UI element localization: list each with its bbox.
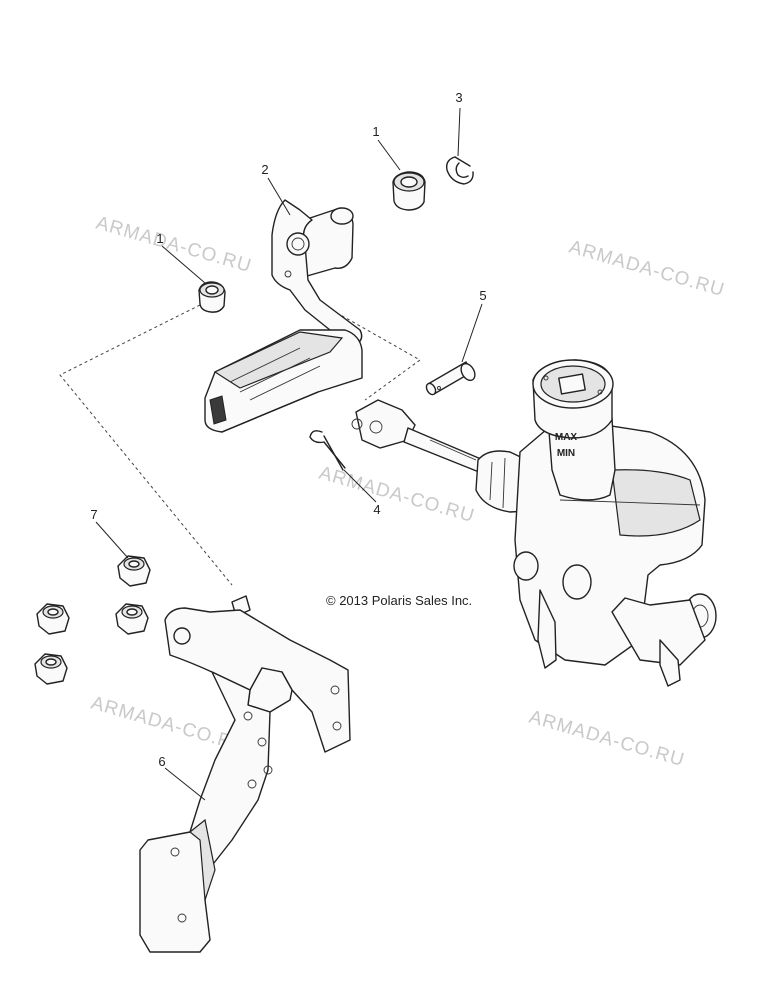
callout-6: 6: [158, 754, 165, 769]
watermark-top-right: ARMADA-CO.RU: [567, 237, 727, 302]
clevis-pin: [425, 361, 476, 396]
reservoir-max-label: MAX: [555, 432, 578, 443]
mounting-bracket: [139, 595, 351, 953]
callout-5: 5: [479, 288, 486, 303]
callout-1-top: 1: [372, 124, 379, 139]
master-cylinder: MAX MIN: [351, 359, 717, 687]
brake-pedal: [204, 199, 363, 433]
callout-7: 7: [90, 507, 97, 522]
bushing-top: [392, 171, 426, 211]
nut-4: [34, 653, 68, 685]
callout-3: 3: [455, 90, 462, 105]
watermark-top-left: ARMADA-CO.RU: [94, 213, 254, 278]
callouts: 1 3 2 1 5 4 7 6: [90, 90, 486, 769]
callout-2: 2: [261, 162, 268, 177]
e-clip: [445, 156, 474, 185]
reservoir-min-label: MIN: [557, 448, 575, 459]
watermark-middle: ARMADA-CO.RU: [317, 463, 477, 528]
assembly-dashed-lines: [59, 291, 421, 586]
callout-1-left: 1: [156, 231, 163, 246]
leader-lines: [95, 107, 483, 801]
flange-nuts: [34, 555, 151, 685]
nut-2: [36, 603, 70, 635]
watermark-bottom-right: ARMADA-CO.RU: [527, 707, 687, 772]
cotter-pin: [309, 430, 346, 471]
callout-4: 4: [373, 502, 380, 517]
copyright-notice: © 2013 Polaris Sales Inc.: [326, 593, 472, 608]
bushing-left: [198, 281, 226, 313]
nut-3: [115, 603, 149, 635]
nut-1: [117, 555, 151, 587]
